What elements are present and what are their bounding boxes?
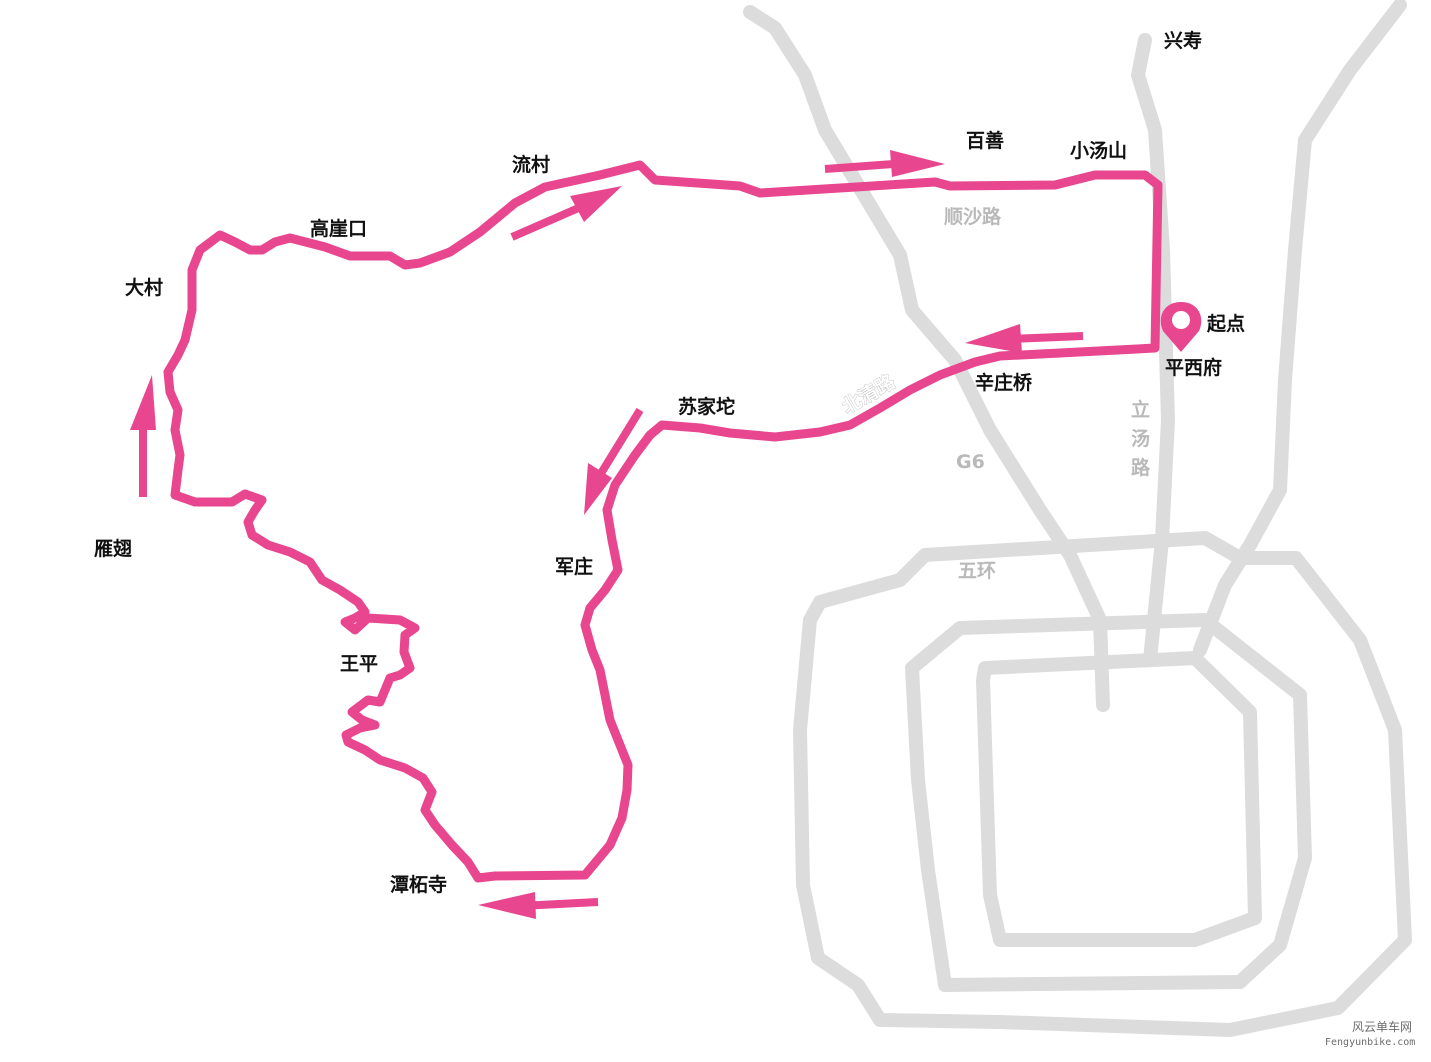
direction-arrow-northeast	[510, 186, 622, 241]
label-start: 起点	[1206, 313, 1245, 335]
road-label-litang-char: 路	[1131, 456, 1151, 479]
label-liucun: 流村	[512, 153, 550, 176]
direction-arrow-southwest	[584, 407, 644, 515]
label-baishan: 百善	[966, 129, 1004, 152]
watermark-url: Fengyunbike.com	[1325, 1037, 1415, 1048]
label-pingxifu: 平西府	[1165, 356, 1222, 379]
label-wangping: 王平	[340, 653, 378, 675]
watermark-name: 风云单车网	[1352, 1019, 1412, 1034]
road-label-litang-char: 立	[1131, 398, 1150, 421]
label-tanzhesi: 潭柘寺	[390, 873, 447, 896]
road-litang	[1131, 33, 1175, 667]
label-xingshou: 兴寿	[1164, 29, 1202, 52]
road-label-litang: 立汤路	[1131, 398, 1151, 479]
label-junzhuang: 军庄	[555, 555, 593, 578]
label-gaoyakou: 高崖口	[310, 217, 367, 240]
direction-arrow-east-top	[824, 150, 945, 177]
cycling-route-path	[163, 160, 1163, 883]
road-northwest	[743, 5, 1110, 712]
map-pin-icon	[1160, 302, 1202, 352]
direction-arrow-west-top	[965, 324, 1084, 353]
label-dacun: 大村	[125, 276, 163, 299]
road-label-litang-char: 汤	[1131, 427, 1150, 450]
direction-arrow-north	[130, 375, 156, 497]
label-xiaotangshan: 小汤山	[1070, 139, 1127, 162]
road-northeast	[1193, 0, 1407, 657]
label-yanchi: 雁翅	[94, 537, 132, 560]
direction-arrow-west-bottom	[478, 892, 599, 919]
label-sujiatuo: 苏家坨	[678, 395, 735, 418]
road-network	[743, 0, 1412, 1037]
ring-road-inner	[976, 651, 1262, 947]
road-label-g6: G6	[956, 451, 985, 473]
ring-road-middle	[905, 613, 1312, 992]
road-label-wuhuan: 五环	[958, 560, 996, 582]
ring-road-fifth	[793, 531, 1412, 1037]
road-label-shunsha: 顺沙路	[944, 205, 1002, 228]
label-xinzhuangqiao: 辛庄桥	[975, 371, 1033, 394]
